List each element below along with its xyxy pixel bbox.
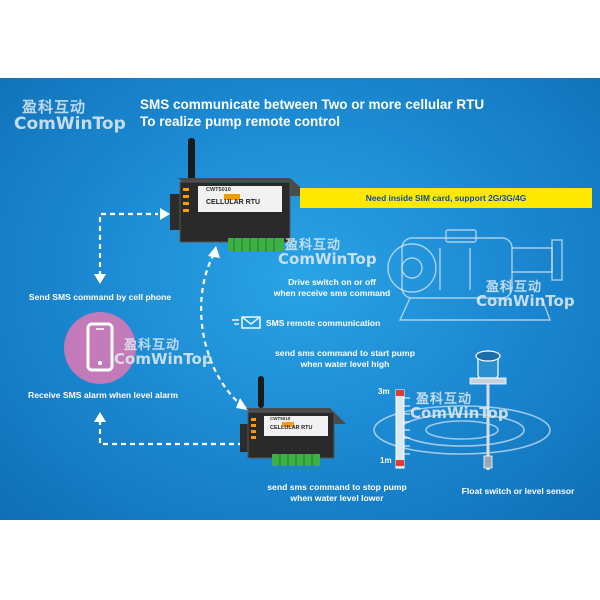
level-scale xyxy=(395,389,410,469)
stop-pump-line-2: when water level lower xyxy=(290,493,384,503)
send-sms-phone-caption: Send SMS command by cell phone xyxy=(28,292,172,302)
rtu-name-label: CELLULAR RTU xyxy=(206,199,261,206)
rtu-model-label: CWT5010 xyxy=(206,187,231,193)
rtu-device-top xyxy=(170,138,310,252)
watermark-en-3: ComWinTop xyxy=(476,292,575,310)
start-pump-line-2: when water level high xyxy=(300,359,390,369)
graphics-layer xyxy=(64,138,563,470)
logo-en: ComWinTop xyxy=(14,114,126,134)
envelope-icon xyxy=(232,316,261,329)
receive-alarm-caption: Receive SMS alarm when level alarm xyxy=(28,390,178,400)
stop-pump-caption: send sms command to stop pump when water… xyxy=(262,482,412,504)
rtu-terminals-top xyxy=(228,238,284,252)
antenna-icon xyxy=(258,376,264,408)
rtu-device-bottom xyxy=(240,376,346,466)
level-high-label: 3m xyxy=(378,387,390,396)
antenna-icon xyxy=(188,138,195,182)
phone-icon xyxy=(64,312,136,384)
level-low-label: 1m xyxy=(380,456,392,465)
watermark-en-2: ComWinTop xyxy=(278,250,377,268)
watermark-cn-3: 盈科互动 xyxy=(486,280,543,295)
start-pump-line-1: send sms command to start pump xyxy=(275,348,415,358)
stop-pump-line-1: send sms command to stop pump xyxy=(267,482,407,492)
diagram-panel: SMS communicate between Two or more cell… xyxy=(0,78,600,520)
title-line-1: SMS communicate between Two or more cell… xyxy=(140,97,485,112)
float-switch-caption: Float switch or level sensor xyxy=(461,486,575,496)
sms-links xyxy=(98,212,248,446)
rtu2-model-label: CWT5010 xyxy=(270,416,291,421)
watermark-cn-2: 盈科互动 xyxy=(285,238,342,253)
drive-switch-line-1: Drive switch on or off xyxy=(288,277,376,287)
start-pump-caption: send sms command to start pump when wate… xyxy=(270,348,420,370)
drive-switch-line-2: when receive sms command xyxy=(273,288,391,298)
title-line-2: To realize pump remote control xyxy=(140,114,341,129)
drive-switch-caption: Drive switch on or off when receive sms … xyxy=(262,277,402,299)
sim-card-banner: Need inside SIM card, support 2G/3G/4G xyxy=(300,188,592,208)
pump-icon xyxy=(387,229,563,321)
watermark-en-4: ComWinTop xyxy=(114,350,213,368)
watermark-cn-5: 盈科互动 xyxy=(416,392,473,407)
watermark-cn-4: 盈科互动 xyxy=(124,338,181,353)
logo-cn: 盈科互动 xyxy=(22,98,87,116)
level-sensor-icon xyxy=(469,350,507,470)
rtu2-name-label: CELLULAR RTU xyxy=(270,425,313,431)
sms-remote-caption: SMS remote communication xyxy=(266,318,381,328)
watermark-en-5: ComWinTop xyxy=(410,404,509,422)
